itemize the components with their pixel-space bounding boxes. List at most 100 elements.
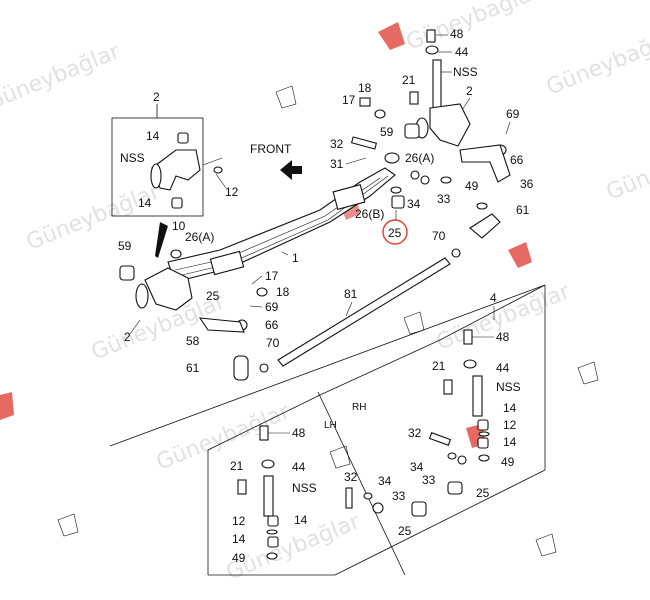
callout-nss: NSS: [453, 65, 478, 79]
lh-section: LH 48 44 21 NSS 14 12 14 49 32 34 33 25: [230, 420, 427, 565]
bumper-stop-icon: [411, 501, 427, 517]
left-knuckle-assembly: 10 26(A) 59 25 17 18 2 69 66 58 70 61: [118, 219, 290, 381]
frame-lines: [109, 284, 546, 576]
grease-nipple-icon: [409, 91, 419, 105]
tie-rod-part: [277, 257, 451, 367]
callout-2: 2: [124, 330, 131, 344]
callout-58: 58: [186, 334, 200, 348]
bushing-icon: [267, 536, 279, 548]
callout-14: 14: [146, 129, 160, 143]
callout-nss: NSS: [292, 481, 317, 495]
nut-icon: [447, 452, 457, 460]
callout-48: 48: [496, 330, 510, 344]
callout-59: 59: [380, 125, 394, 139]
spindle-icon: [150, 163, 162, 189]
callout-61: 61: [516, 203, 530, 217]
bolt-icon: [426, 29, 436, 43]
callout-12: 12: [503, 418, 517, 432]
axle-beam-part: [167, 167, 396, 283]
watermark-layer: Güneybağlar Güneybağlar Güneybağlar Güne…: [0, 0, 650, 586]
bushing-icon: [171, 197, 183, 209]
callout-21: 21: [432, 359, 446, 373]
callout-14: 14: [503, 401, 517, 415]
rh-section: 4 RH 48 44 21 NSS 14 12 14 49 32 34 33 2…: [352, 291, 521, 500]
nut-icon: [259, 363, 269, 373]
callout-48: 48: [450, 27, 464, 41]
callout-70: 70: [432, 229, 446, 243]
king-pin-icon: [432, 59, 442, 109]
nut-icon: [451, 248, 461, 258]
seal-ring-icon: [213, 166, 223, 174]
callout-17: 17: [342, 93, 356, 107]
nut-icon: [463, 359, 477, 369]
bushing-icon: [477, 419, 489, 431]
watermark-logo-icon: [0, 392, 14, 420]
bumper-stop-icon: [447, 481, 463, 495]
knuckle-icon: [144, 267, 193, 311]
callout-36: 36: [520, 177, 534, 191]
washer-icon: [266, 552, 278, 560]
axle-beam: 1: [167, 167, 396, 283]
bushing-icon: [267, 515, 279, 527]
grease-nipple-icon: [237, 479, 247, 495]
nut-icon: [261, 459, 275, 469]
callout-25: 25: [398, 524, 412, 538]
callout-25: 25: [206, 289, 220, 303]
nut-icon: [410, 170, 420, 180]
washer-icon: [440, 176, 452, 184]
bolt-icon: [359, 97, 371, 107]
inset-knuckle-box: [111, 117, 204, 217]
callout-nss: NSS: [496, 380, 521, 394]
bumper-stop-icon: [119, 265, 135, 281]
callout-33: 33: [437, 192, 451, 206]
callout-31: 31: [330, 157, 344, 171]
axle-pad-icon: [209, 250, 245, 276]
callout-61: 61: [186, 361, 200, 375]
callout-34: 34: [410, 460, 424, 474]
brace-icon: [155, 222, 168, 258]
rh-label: RH: [352, 402, 366, 413]
front-arrow-icon: [280, 160, 302, 180]
bumper-stop-icon: [404, 123, 420, 139]
nut-icon: [372, 502, 384, 514]
watermark-text: Güneybağlar: [403, 0, 544, 56]
callout-59: 59: [118, 239, 132, 253]
callout-66: 66: [510, 153, 524, 167]
tie-rod-pin-icon: [428, 432, 452, 446]
bumper-stop-icon: [391, 195, 405, 209]
callout-17: 17: [265, 269, 279, 283]
callout-26a: 26(A): [405, 151, 434, 165]
callout-14: 14: [138, 196, 152, 210]
callout-49: 49: [501, 455, 515, 469]
nut-icon: [256, 287, 268, 297]
callout-14: 14: [232, 532, 246, 546]
nut-icon: [363, 492, 373, 500]
callout-69: 69: [265, 300, 279, 314]
callout-14: 14: [294, 513, 308, 527]
watermark-logo-icon: [378, 22, 405, 50]
callout-2: 2: [466, 84, 473, 98]
seal-ring-icon: [478, 431, 490, 437]
callout-25: 25: [476, 486, 490, 500]
tie-rod: 81: [277, 257, 451, 367]
seal-ring-icon: [266, 529, 278, 535]
nut-icon: [374, 109, 386, 119]
grease-nipple-icon: [443, 379, 453, 395]
knuckle-arm-icon: [198, 317, 245, 333]
axle-pad-icon: [332, 184, 366, 210]
callout-32: 32: [330, 137, 344, 151]
king-pin-icon: [472, 375, 483, 417]
tie-rod-pin-icon: [350, 136, 378, 150]
callout-26a: 26(A): [185, 230, 214, 244]
watermark-text: Güneybağlar: [543, 24, 650, 101]
callout-32: 32: [408, 426, 422, 440]
inset-knuckle-number: 2: [153, 90, 160, 104]
knuckle-icon: [429, 103, 471, 147]
bolt-icon: [463, 329, 473, 345]
watermark-text: Güneybağlar: [433, 279, 574, 356]
callout-25-highlighted: 25: [388, 226, 402, 240]
washer-icon: [390, 186, 402, 194]
callout-34: 34: [378, 474, 392, 488]
callout-21: 21: [230, 459, 244, 473]
